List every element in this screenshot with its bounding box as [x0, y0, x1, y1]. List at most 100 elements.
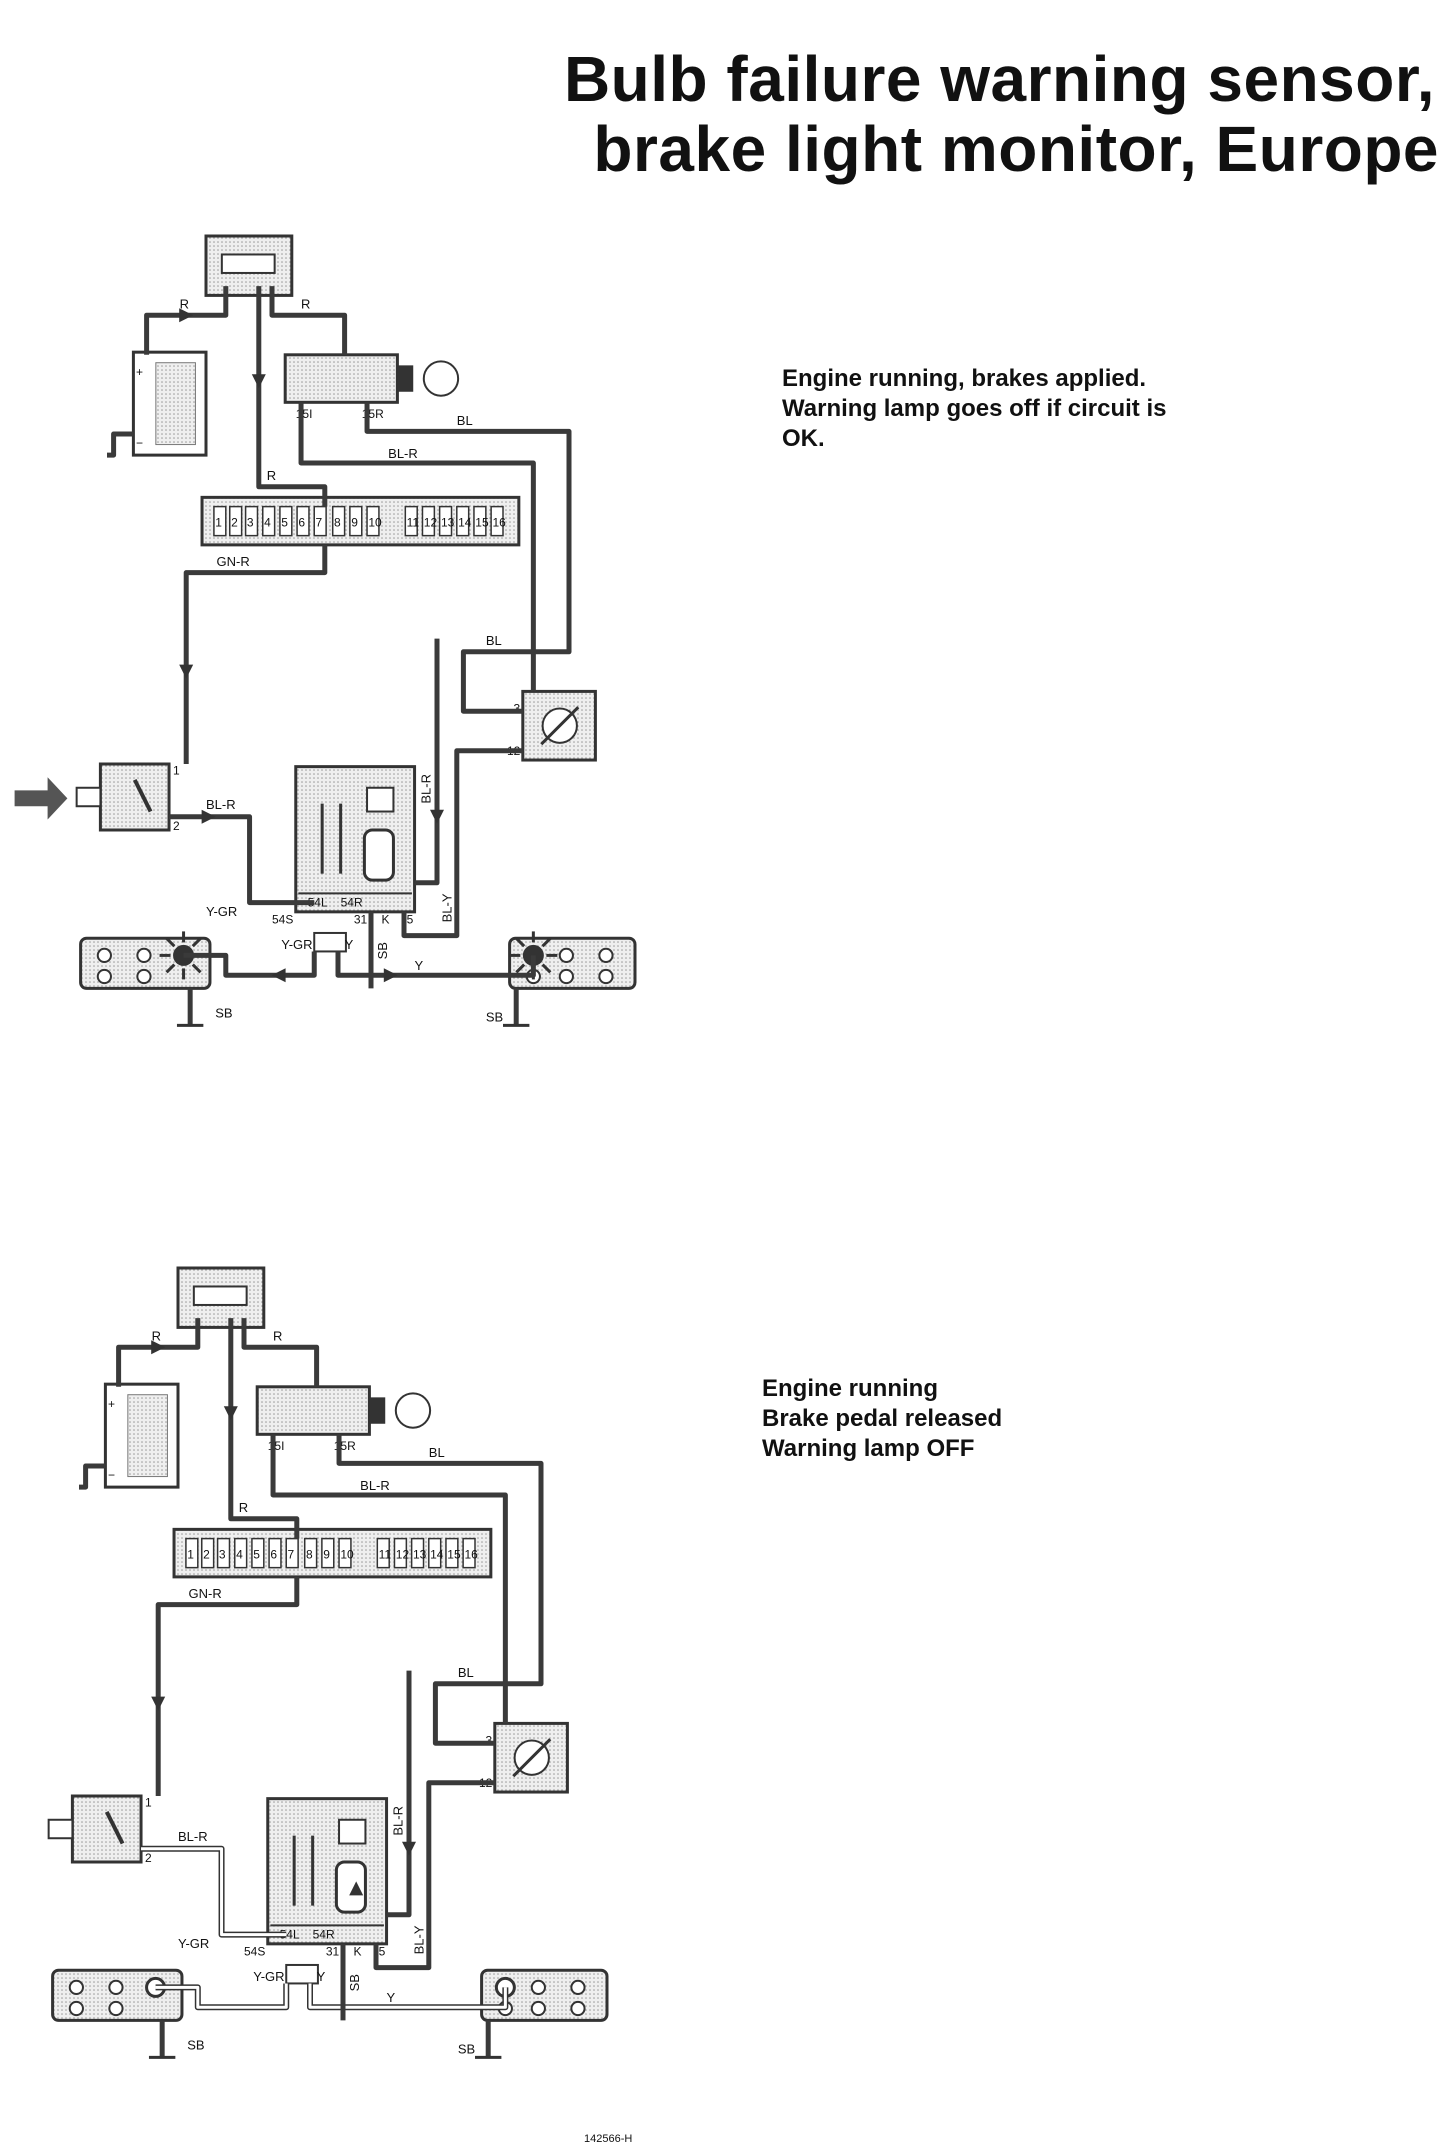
left-brake-bulb-ray: [165, 963, 176, 974]
wire-y-inner: [308, 1983, 507, 2009]
fuse-10: [338, 1537, 352, 1569]
terminal-15i: 15I: [296, 407, 313, 421]
label-wire-bl-2: BL: [458, 1665, 474, 1680]
right-brake-bulb-ray: [515, 937, 526, 948]
connector-block: [285, 1963, 319, 1985]
battery-ground-lead: [107, 431, 134, 458]
label-wire-r-2: R: [301, 297, 310, 312]
fuse-2: [201, 1537, 215, 1569]
label-wire-bl-r-2: BL-R: [206, 797, 236, 812]
terminal-31: 31: [354, 913, 368, 927]
wire-r-ignition: [241, 1318, 320, 1387]
fuse-1: [185, 1537, 199, 1569]
right-brake-bulb-ray: [541, 937, 552, 948]
fuse-label-1: 1: [187, 1547, 194, 1561]
label-wire-bl-2: BL: [486, 633, 502, 648]
label-wire-bl-r-1: BL-R: [388, 446, 418, 461]
fuse-label-3: 3: [219, 1547, 226, 1561]
fuse-9: [321, 1537, 335, 1569]
caption-top: Engine running, brakes applied. Warning …: [782, 364, 1166, 454]
sensor-reed-switch: [334, 1860, 367, 1914]
battery-cells: [127, 1394, 168, 1478]
fuse-label-8: 8: [306, 1547, 313, 1561]
fuse-label-15: 15: [447, 1547, 461, 1561]
right-tail-bulb-1: [530, 1979, 546, 1996]
brake-switch-pin-2: 2: [173, 819, 180, 833]
wire-bl-r-sensor: [141, 1845, 287, 1938]
left-brake-bulb-ray: [165, 937, 176, 948]
left-tail-bulb-2: [108, 1979, 124, 1996]
sensor-reed-switch: [362, 828, 395, 882]
wire-bl-r-sensor: [169, 814, 315, 906]
fuse-3: [244, 505, 259, 537]
fuse-label-13: 13: [441, 515, 455, 529]
terminal-k: K: [354, 1945, 362, 1959]
caption-bottom-line-1: Engine running: [762, 1375, 938, 1402]
label-wire-gn-r: GN-R: [217, 554, 250, 569]
wire-bl-y: [401, 748, 523, 939]
right-tail-bulb-3: [558, 968, 574, 985]
reference-code: 142566-H: [584, 2133, 633, 2145]
fuse-label-5: 5: [253, 1547, 260, 1561]
wire-bl-r-k: [414, 638, 440, 886]
fuse-label-9: 9: [351, 515, 358, 529]
fuse-label-6: 6: [298, 515, 305, 529]
terminal-54l: 54L: [308, 896, 328, 910]
fuse-4: [234, 1537, 248, 1569]
main-relay-contact: [192, 1285, 248, 1306]
arrow-bl-r-sensor: [201, 809, 216, 824]
label-wire-r-1: R: [180, 297, 189, 312]
fuse-15: [445, 1537, 459, 1569]
terminal-54r: 54R: [313, 1928, 335, 1942]
fuse-12: [421, 505, 436, 537]
brake-switch-box: [70, 1794, 143, 1864]
fuse-label-11: 11: [379, 1547, 392, 1561]
fuse-5: [279, 505, 293, 537]
wire-bl-r-k: [386, 1670, 412, 1918]
connector-block: [313, 931, 347, 953]
fuse-label-7: 7: [288, 1547, 295, 1561]
fuse-8: [331, 505, 346, 537]
terminal-5: 5: [407, 913, 414, 927]
right-tail-bulb-1: [558, 947, 574, 964]
label-wire-y-gr-1: Y-GR: [206, 904, 237, 919]
fuse-14: [428, 1537, 442, 1569]
label-wire-bl-y: BL-Y: [412, 1925, 427, 1954]
brake-switch-plunger: [75, 786, 102, 808]
sensor-reed-indicator: [366, 786, 395, 813]
warning-lamp-pin-3: 3: [486, 1734, 493, 1748]
fuse-label-4: 4: [236, 1547, 243, 1561]
label-wire-bl-r-2: BL-R: [178, 1829, 208, 1844]
warning-lamp-pin-3: 3: [514, 702, 521, 716]
fuse-13: [438, 505, 453, 537]
fuse-4: [262, 505, 276, 537]
left-brake-bulb-ray: [191, 963, 202, 974]
left-tail-bulb-3: [96, 968, 112, 985]
wire-bl-r-sensor-inner: [141, 1847, 287, 1937]
brake-switch-pin-2: 2: [145, 1851, 152, 1865]
fuse-11: [404, 505, 418, 537]
label-sb-right: SB: [458, 2041, 475, 2056]
label-wire-r-2: R: [273, 1329, 282, 1344]
left-tail-bulb-3: [68, 2000, 84, 2017]
terminal-5: 5: [379, 1945, 386, 1959]
brake-switch-contact: [104, 1810, 125, 1845]
arrow-bl-r-k: [430, 809, 444, 824]
brake-switch-pin-1: 1: [173, 764, 180, 778]
label-wire-bl-r-3: BL-R: [418, 774, 433, 804]
brake-switch-contact: [132, 778, 153, 813]
sensor-reed-indicator: [338, 1818, 367, 1845]
label-wire-bl-1: BL: [429, 1445, 445, 1460]
wire-bl-r-lamp: [270, 1434, 508, 1724]
fuse-label-7: 7: [316, 515, 323, 529]
warning-lamp-cross: [512, 1738, 552, 1778]
arrow-r-battery: [179, 308, 194, 323]
ignition-switch-box: [283, 353, 399, 404]
battery-minus-terminal: −: [108, 1468, 115, 1482]
caption-top-line-2: Warning lamp goes off if circuit is: [782, 395, 1167, 422]
brake-switch-box: [98, 762, 171, 832]
left-brake-bulb-ray: [191, 937, 202, 948]
